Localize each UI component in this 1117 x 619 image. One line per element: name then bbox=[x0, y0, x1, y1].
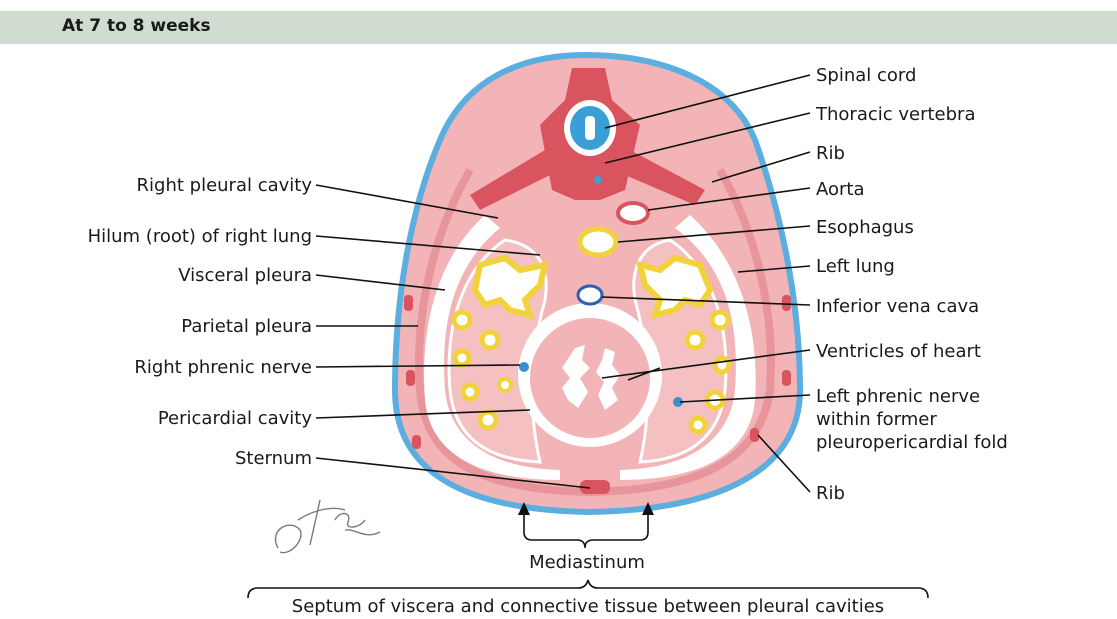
label-left-phrenic-3: pleuropericardial fold bbox=[816, 432, 1008, 453]
left-bronchiole bbox=[687, 332, 703, 348]
label-rib-upper: Rib bbox=[816, 143, 845, 164]
label-spinal-cord: Spinal cord bbox=[816, 65, 916, 86]
rib-section bbox=[782, 295, 791, 311]
label-parietal-pleura: Parietal pleura bbox=[181, 316, 312, 337]
right-bronchiole bbox=[455, 351, 469, 365]
label-pericardial-cavity: Pericardial cavity bbox=[158, 408, 313, 429]
label-ventricles-of-heart: Ventricles of heart bbox=[816, 341, 981, 362]
mediastinum-bracket bbox=[524, 510, 648, 548]
label-right-phrenic-nerve: Right phrenic nerve bbox=[134, 357, 312, 378]
rib-section bbox=[750, 428, 759, 442]
label-septum: Septum of viscera and connective tissue … bbox=[292, 596, 884, 617]
label-left-phrenic-1: Left phrenic nerve bbox=[816, 386, 980, 407]
label-sternum: Sternum bbox=[235, 448, 312, 469]
label-mediastinum: Mediastinum bbox=[529, 552, 645, 573]
label-right-pleural-cavity: Right pleural cavity bbox=[137, 175, 313, 196]
rib-section bbox=[782, 370, 791, 386]
rib-section bbox=[406, 370, 415, 386]
rib-section bbox=[404, 295, 413, 311]
right-phrenic-nerve bbox=[519, 362, 529, 372]
left-bronchiole bbox=[691, 418, 705, 432]
label-hilum: Hilum (root) of right lung bbox=[88, 226, 312, 247]
label-rib-lower: Rib bbox=[816, 483, 845, 504]
left-bronchiole bbox=[715, 358, 729, 372]
label-aorta: Aorta bbox=[816, 179, 865, 200]
rib-section bbox=[412, 435, 421, 449]
right-bronchiole bbox=[463, 385, 477, 399]
right-bronchiole bbox=[499, 379, 511, 391]
right-bronchiole bbox=[480, 412, 496, 428]
label-left-phrenic-2: within former bbox=[816, 409, 937, 430]
label-visceral-pleura: Visceral pleura bbox=[178, 265, 312, 286]
artist-signature bbox=[275, 500, 380, 553]
notochord bbox=[594, 176, 602, 184]
esophagus bbox=[580, 229, 616, 255]
label-left-lung: Left lung bbox=[816, 256, 895, 277]
right-bronchiole bbox=[482, 332, 498, 348]
inferior-vena-cava bbox=[578, 286, 602, 304]
central-canal bbox=[585, 116, 595, 140]
left-bronchiole bbox=[712, 312, 728, 328]
label-thoracic-vertebra: Thoracic vertebra bbox=[815, 104, 975, 125]
label-inferior-vena-cava: Inferior vena cava bbox=[816, 296, 979, 317]
right-bronchiole bbox=[454, 312, 470, 328]
label-esophagus: Esophagus bbox=[816, 217, 914, 238]
aorta bbox=[618, 203, 648, 223]
